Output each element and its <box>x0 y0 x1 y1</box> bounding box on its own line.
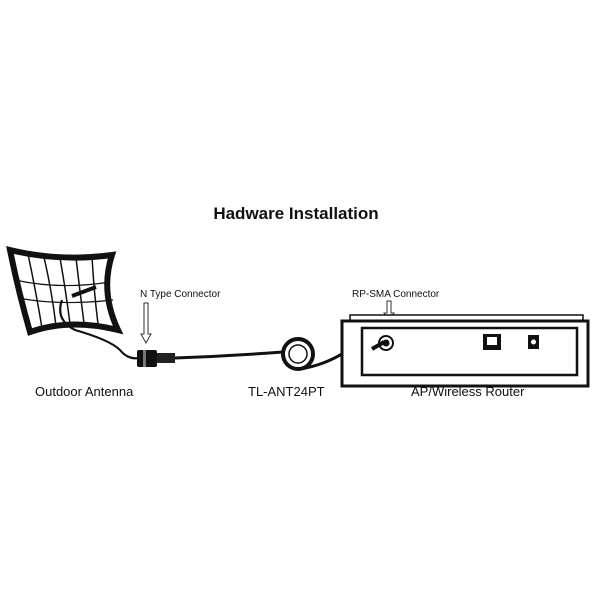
n-type-connector-icon <box>137 350 175 367</box>
router-label: AP/Wireless Router <box>411 384 525 399</box>
cable-label: TL-ANT24PT <box>248 384 325 399</box>
diagram-title: Hadware Installation <box>213 204 378 223</box>
arrow-down-icon <box>140 302 152 345</box>
router-icon <box>340 314 590 388</box>
outdoor-antenna-label: Outdoor Antenna <box>35 384 134 399</box>
n-type-connector-label: N Type Connector <box>140 289 221 300</box>
outdoor-antenna-icon <box>6 245 141 360</box>
rp-sma-connector-label: RP-SMA Connector <box>352 289 440 300</box>
